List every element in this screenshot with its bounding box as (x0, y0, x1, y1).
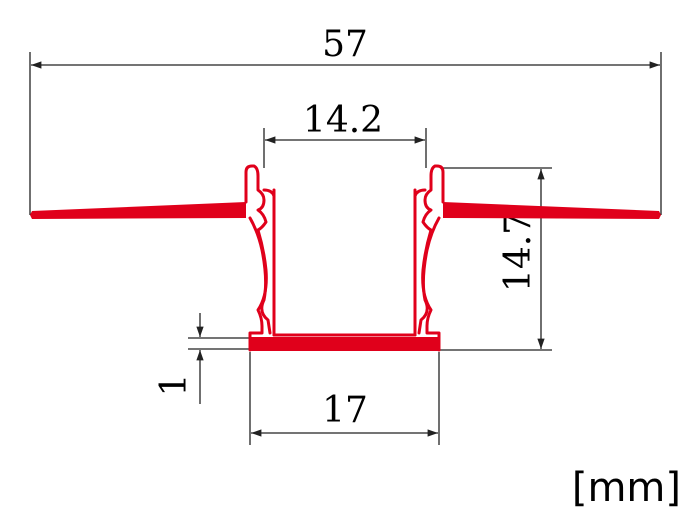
base-width-dimension: 17 (249, 352, 440, 445)
left-flange (30, 202, 246, 219)
right-flange (443, 202, 661, 219)
base-thickness-label: 1 (154, 374, 195, 397)
inner-width-dimension: 14.2 (263, 100, 427, 168)
base-plate (250, 337, 439, 351)
inner-width-label: 14.2 (303, 100, 383, 141)
unit-label: [mm] (571, 465, 681, 511)
height-label: 14.7 (498, 212, 539, 292)
aluminium-profile (30, 164, 661, 352)
right-lip (413, 188, 427, 198)
overall-width-dimension: 57 (29, 24, 662, 215)
height-dimension: 14.7 (440, 167, 552, 351)
right-wall-curve (417, 216, 441, 335)
left-wall-curve (248, 216, 272, 335)
base-thickness-dimension: 1 (154, 313, 350, 404)
overall-width-label: 57 (322, 24, 368, 65)
base-width-label: 17 (322, 390, 368, 431)
left-lip (262, 188, 276, 198)
